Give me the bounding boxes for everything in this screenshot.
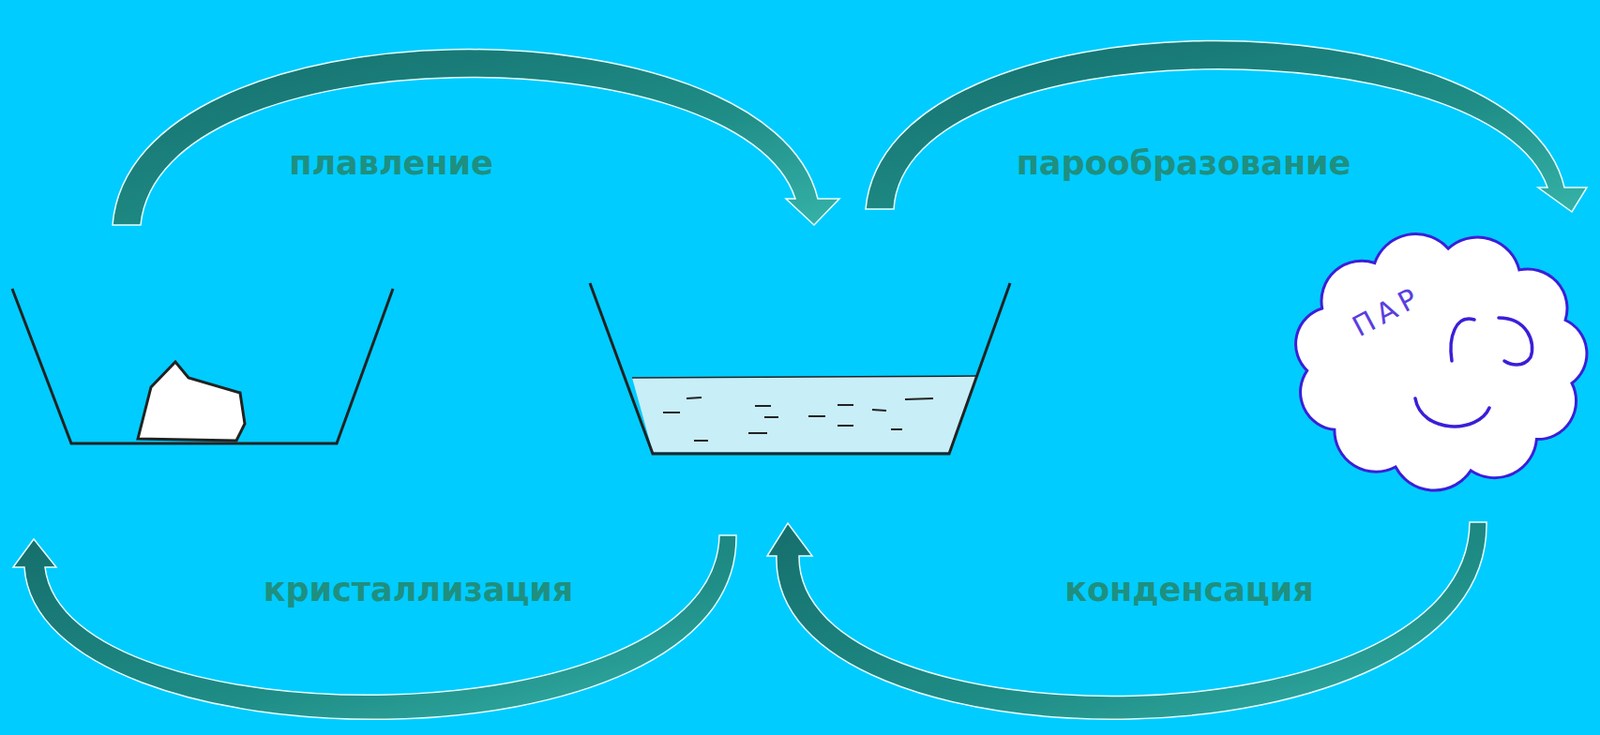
cycle-arrow bbox=[865, 40, 1587, 212]
cycle-arrow bbox=[767, 522, 1487, 720]
beaker bbox=[589, 283, 1011, 454]
process-label: конденсация bbox=[1064, 571, 1314, 609]
ice-piece bbox=[137, 362, 245, 441]
beaker bbox=[12, 288, 393, 444]
water-surface bbox=[632, 376, 979, 378]
process-label: кристаллизация bbox=[263, 571, 574, 609]
cycle-arrow bbox=[112, 49, 840, 226]
steam-cloud: ПАР bbox=[1281, 220, 1600, 502]
process-label: плавление bbox=[288, 144, 493, 182]
cycle-arrow bbox=[13, 535, 737, 720]
cloud-outline bbox=[1296, 234, 1587, 491]
cloud-shape bbox=[1281, 220, 1600, 502]
face-stroke bbox=[1415, 398, 1490, 427]
face-stroke bbox=[1450, 318, 1475, 362]
face-stroke bbox=[1498, 317, 1533, 365]
process-label: парообразование bbox=[1016, 144, 1352, 182]
water-ripples bbox=[663, 397, 934, 441]
water bbox=[632, 376, 979, 453]
